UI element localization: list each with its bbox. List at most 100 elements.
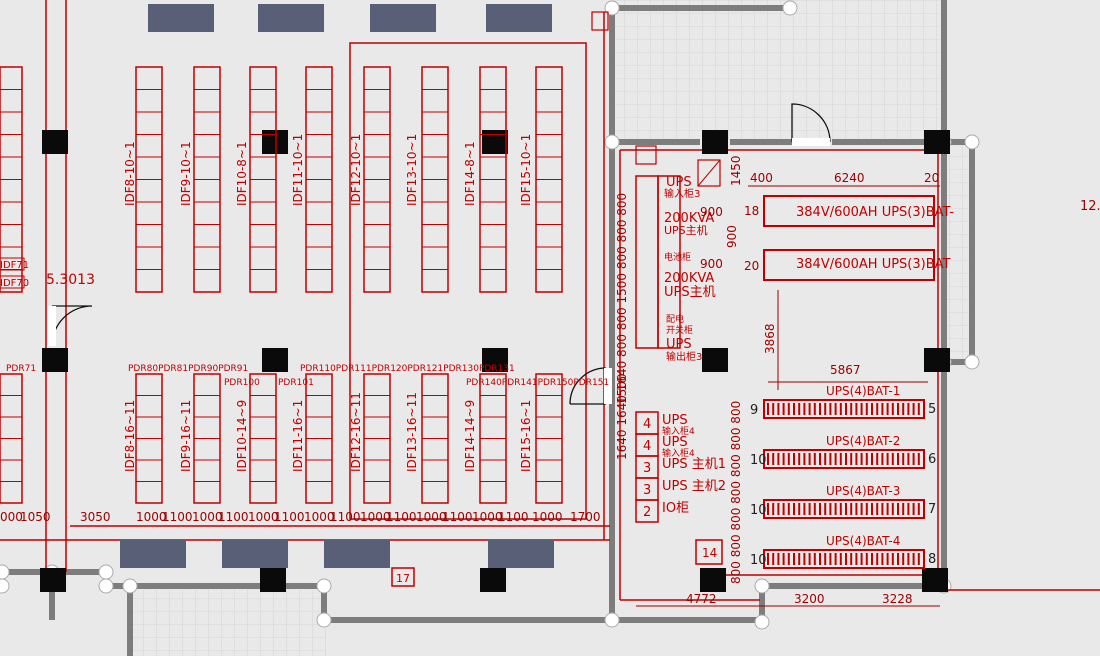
rack-label-idf13-bottom: IDF13-16~11 (405, 392, 419, 472)
bottom-dim-14: 1100 (442, 510, 473, 524)
bottom-dim-15: 1000 (472, 510, 503, 524)
svg-text:3: 3 (643, 461, 651, 476)
rack-labels-bottom: IDF8-16~11 IDF9-16~11 IDF10-14~9 IDF11-1… (123, 392, 533, 472)
bat4-label-2: UPS(4)BAT-2 (826, 434, 900, 448)
svg-text:输入柜4: 输入柜4 (662, 447, 695, 459)
panel-200kva-a: 200KVA (664, 211, 714, 226)
rack-bottom-14 (479, 373, 507, 504)
bat4-left-num-4: 10 (750, 553, 767, 568)
svg-text:4: 4 (643, 417, 651, 432)
bottom-dim-13: 1000 (416, 510, 447, 524)
rack-label-idf11-top: IDF11-10~1 (291, 134, 305, 206)
bat4-num-8: 8 (928, 552, 936, 567)
bottom-dim-9: 1000 (304, 510, 335, 524)
ups-room: 400 6240 20 1450 384V/600AH UPS(3)BAT- 1… (391, 11, 954, 607)
dim-6240: 6240 (834, 171, 865, 185)
right-col-dims: 800 800 800 800 800 800 800 (729, 401, 743, 584)
svg-text:UPS: UPS (662, 413, 688, 428)
battery-row-3-a (763, 195, 935, 227)
rack-label-idf9-top: IDF9-10~1 (179, 141, 193, 206)
bottom-dim-12: 1100 (386, 510, 417, 524)
rack-label-idf9-bottom: IDF9-16~11 (179, 400, 193, 472)
panel-distrib: 配电 (666, 313, 684, 325)
bottom-dim-8: 1100 (274, 510, 305, 524)
battery-string-1: 9 (750, 399, 925, 419)
doors (48, 103, 831, 405)
bat4-num-7: 7 (928, 502, 936, 517)
bottom-dim-18: 1700 (570, 510, 601, 524)
rack-bottom-8 (135, 373, 163, 504)
dim-3868: 3868 (763, 323, 777, 354)
pdr-label-100: PDR100 (224, 378, 260, 388)
rack-label-idf15-bottom: IDF15-16~1 (519, 400, 533, 472)
bottom-dim-7: 1000 (248, 510, 279, 524)
svg-text:4: 4 (643, 439, 651, 454)
ac-units (120, 4, 554, 568)
dim-900-a: 900 (700, 205, 723, 219)
bat4-label-3: UPS(4)BAT-3 (826, 484, 900, 498)
panel-switch: 开关柜 (666, 324, 693, 336)
left-col-dims: 1640 1640 1640 800 800 1500 800 800 800 (615, 193, 629, 460)
bat4-left-num-3: 10 (750, 503, 767, 518)
pdr-label-71: PDR71 (6, 364, 36, 374)
bottom-dim-16: 1100 (498, 510, 529, 524)
dim-1450: 1450 (729, 155, 743, 186)
rack-labels-top: IDF8-10~1 IDF9-10~1 IDF10-8~1 IDF11-10~1… (123, 134, 533, 206)
box-14: 14 (702, 546, 717, 560)
panel-200kva-b-sub: UPS主机 (664, 285, 716, 300)
bottom-dim-1: 1050 (20, 510, 51, 524)
dim-4772: 4772 (686, 592, 717, 606)
pdr-label-101: PDR101 (278, 378, 314, 388)
rack-top-12 (363, 66, 391, 293)
rack-label-idf14-top: IDF14-8~1 (463, 141, 477, 206)
rack-bottom-13 (421, 373, 449, 504)
rack-label-idf12-top: IDF12-10~1 (349, 134, 363, 206)
idf70-label: IDF70 (0, 278, 29, 289)
panel-200kva-a-sub: UPS主机 (664, 223, 708, 237)
dim-3228: 3228 (882, 592, 913, 606)
panel-ups-out: UPS (666, 337, 692, 352)
svg-text:2: 2 (643, 505, 651, 520)
rack-top-13 (421, 66, 449, 293)
bottom-dim-5: 1000 (192, 510, 223, 524)
elevation-label: 5.3013 (46, 272, 95, 288)
rack-top-11 (305, 66, 333, 293)
rack-top-10 (249, 66, 277, 293)
dim-900-c: 900 (725, 225, 739, 248)
bat4-left-num-2: 10 (750, 453, 767, 468)
bat4-num-6: 6 (928, 452, 936, 467)
bottom-dim-11: 1000 (360, 510, 391, 524)
pdr-label-110-131: PDR110PDR111PDR120PDR121PDR130PDR131 (300, 364, 515, 374)
dim-400: 400 (750, 171, 773, 185)
bat4-left-num-1: 9 (750, 403, 758, 418)
rack-bottom-15 (535, 373, 563, 504)
rack-label-idf8-bottom: IDF8-16~11 (123, 400, 137, 472)
bottom-dim-2: 3050 (80, 510, 111, 524)
box-17: 17 (396, 572, 410, 585)
rack-bottom-11 (305, 373, 333, 504)
battery-string-3: 10 (750, 499, 925, 519)
red-outlines (0, 0, 1100, 601)
rack-bottom-9 (193, 373, 221, 504)
rack-label-idf11-bottom: IDF11-16~1 (291, 400, 305, 472)
rack-label-idf10-top: IDF10-8~1 (235, 141, 249, 206)
bat4-label-1: UPS(4)BAT-1 (826, 384, 900, 398)
bottom-dim-0: 000 (0, 510, 23, 524)
bottom-dim-17: 1000 (532, 510, 563, 524)
bat4-label-4: UPS(4)BAT-4 (826, 534, 900, 548)
dim-1500: 1500 (615, 373, 629, 404)
battery-row-3-b (763, 249, 935, 281)
rack-top-14 (479, 66, 507, 293)
rack-label-idf8-top: IDF8-10~1 (123, 141, 137, 206)
rack-label-idf12-bottom: IDF12-16~11 (349, 392, 363, 472)
battery-row-3-b-label: 384V/600AH UPS(3)BAT (796, 257, 951, 272)
rack-label-idf14-bottom: IDF14-14~9 (463, 400, 477, 472)
panel-ups-in3-sub: 输入柜3 (664, 187, 700, 200)
dim-900-b: 900 (700, 257, 723, 271)
rack-left-bottom (0, 373, 23, 504)
svg-text:UPS: UPS (662, 435, 688, 450)
